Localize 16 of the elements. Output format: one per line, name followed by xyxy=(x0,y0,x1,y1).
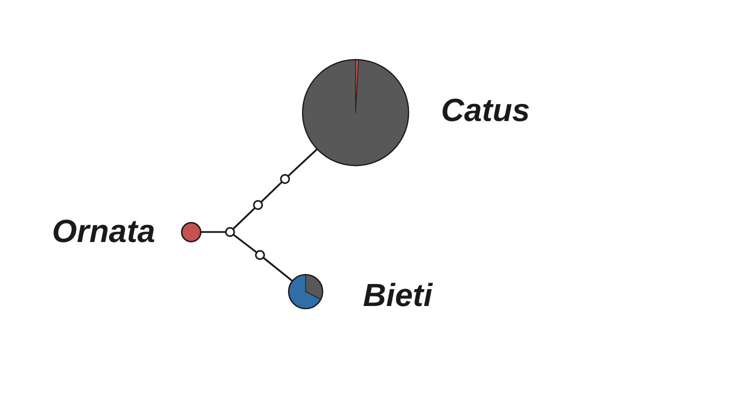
species-label: Bieti xyxy=(363,277,432,313)
haplotype-pie-chart xyxy=(302,59,410,167)
hollow-node-circle xyxy=(225,227,235,237)
connector-line xyxy=(287,148,318,177)
connector-line xyxy=(232,234,258,254)
hollow-node-circle xyxy=(255,250,265,260)
hollow-node-circle xyxy=(280,174,290,184)
species-label: Ornata xyxy=(52,213,156,249)
haplotype-circle xyxy=(180,222,202,242)
connector-line xyxy=(232,207,256,230)
haplotype-pie-chart xyxy=(288,274,324,310)
connector-line xyxy=(200,231,226,233)
species-label: Catus xyxy=(441,92,530,128)
connector-line xyxy=(262,256,294,282)
hollow-node-circle xyxy=(253,200,263,210)
connector-line xyxy=(260,181,283,203)
